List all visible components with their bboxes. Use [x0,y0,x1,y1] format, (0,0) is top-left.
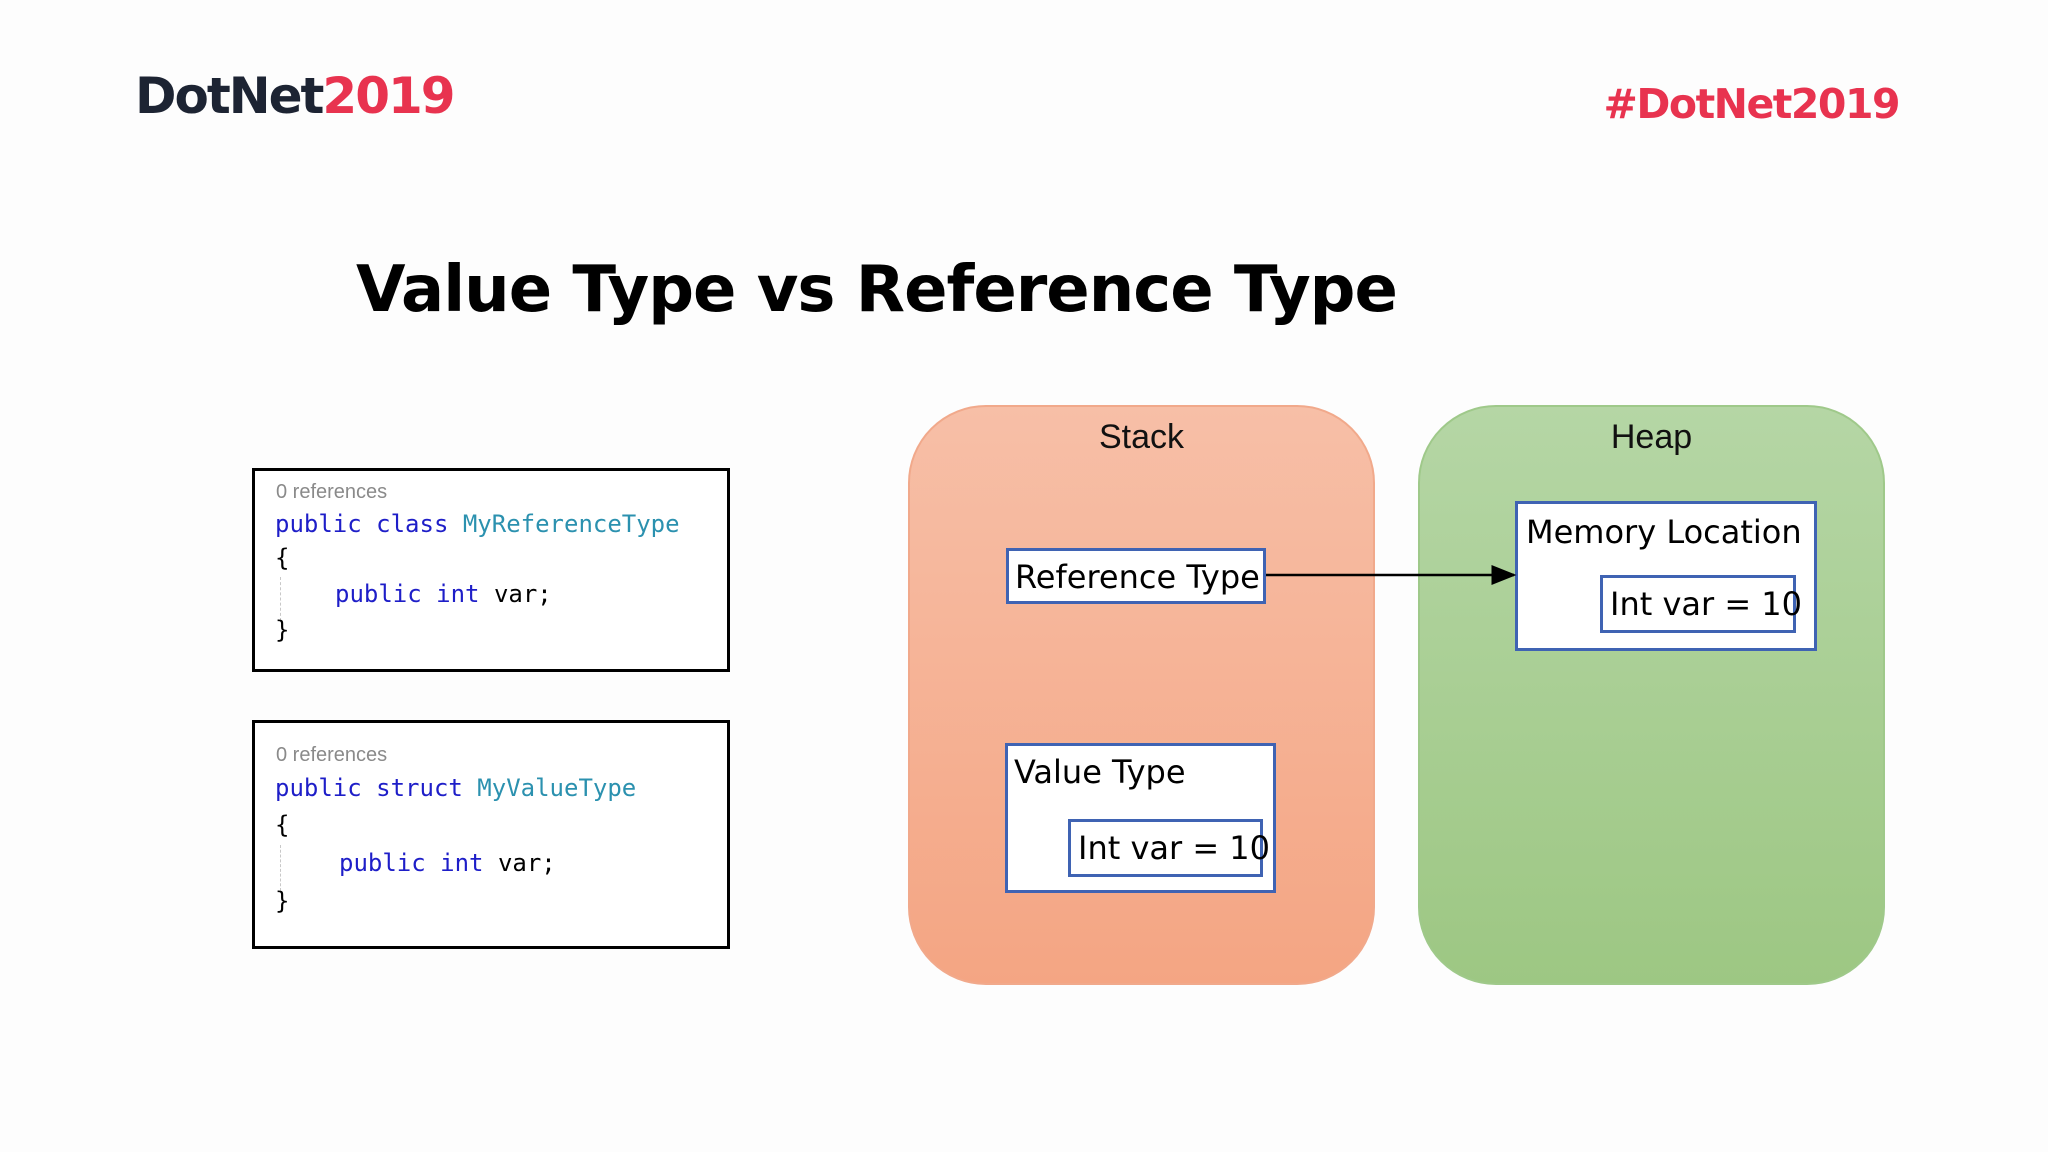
value-type-label: Value Type [1014,753,1186,791]
heap-int-label: Int var = 10 [1610,585,1803,623]
indent-guide [280,577,281,621]
indent-guide [280,845,281,891]
code-close-brace: } [275,616,290,644]
logo-year-text: 2019 [322,67,455,125]
value-type-int-box: Int var = 10 [1068,819,1270,877]
code-line-class-declaration: public class MyReferenceType [275,509,680,539]
code-identifier: var; [497,849,556,877]
code-type-name: MyValueType [477,774,637,802]
logo-dotnet-text: DotNet [135,67,324,125]
code-identifier: var; [493,580,552,608]
memory-location-label: Memory Location [1526,513,1802,551]
code-close-brace: } [275,887,290,915]
code-line-struct-declaration: public struct MyValueType [275,773,636,803]
code-references-count: 0 references [276,744,388,766]
code-line-field-declaration: public int var; [339,848,556,878]
value-type-int-label: Int var = 10 [1078,829,1271,867]
code-type-name: MyReferenceType [462,510,680,538]
reference-type-box: Reference Type [1006,548,1266,604]
code-references-count: 0 references [276,481,388,503]
code-open-brace: { [275,544,290,572]
stack-title: Stack [1098,418,1185,456]
heap-int-box: Int var = 10 [1600,575,1802,633]
code-keyword: public int [335,580,480,608]
code-keyword: public int [339,849,484,877]
dotnet2019-logo: DotNet2019 [135,66,456,126]
code-snippet-reference-type: 0 references public class MyReferenceTyp… [252,468,730,672]
code-keyword: public struct [275,774,463,802]
hashtag-label: #DotNet2019 [1603,80,1901,128]
code-snippet-value-type: 0 references public struct MyValueType {… [252,720,730,949]
code-line-field-declaration: public int var; [335,579,552,609]
slide-title: Value Type vs Reference Type [356,253,1398,327]
code-open-brace: { [275,811,290,839]
code-keyword: public class [275,510,449,538]
heap-title: Heap [1610,418,1693,456]
reference-type-label: Reference Type [1015,558,1260,596]
